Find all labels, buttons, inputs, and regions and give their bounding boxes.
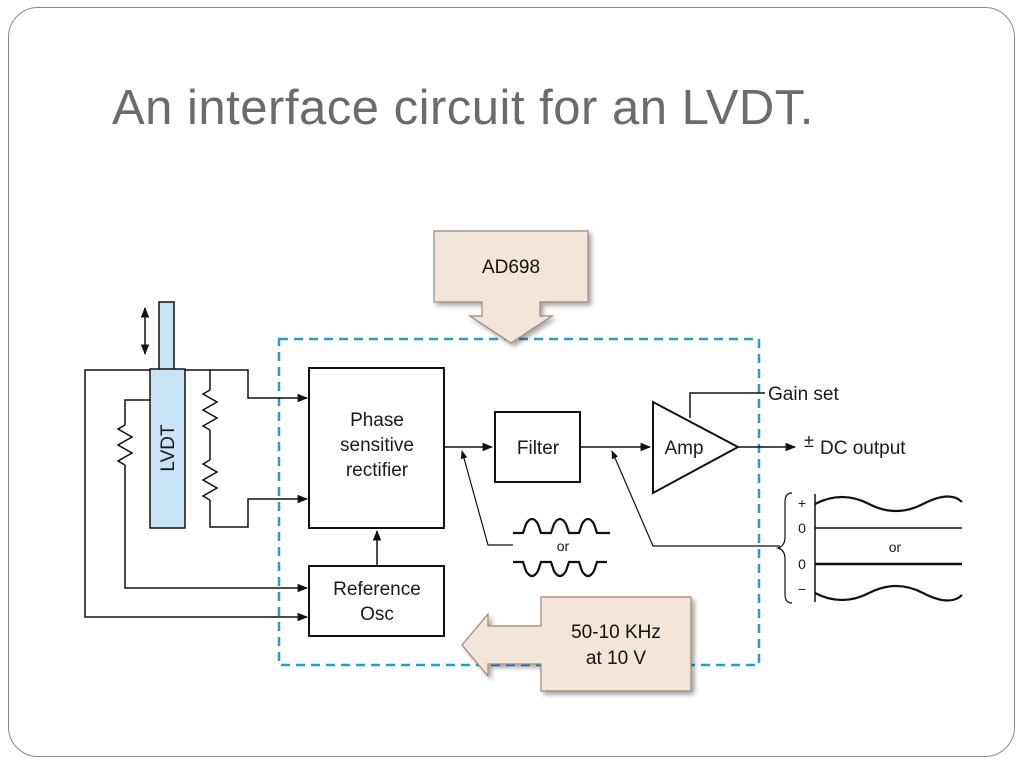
lvdt-sensor: LVDT [140,301,186,529]
dc-output-label: DC output [820,438,906,459]
gain-set-label: Gain set [768,384,839,405]
lvdt-label: LVDT [158,424,179,472]
secondary-resistor-top [201,389,219,431]
slide-title: An interface circuit for an LVDT. [112,81,814,135]
rectifier-block: Phase sensitive rectifier [308,367,445,529]
primary-wiring [84,369,309,622]
zero-bottom-label: 0 [798,556,806,572]
freq-callout-line-2: at 10 V [585,648,647,669]
amp-block: Amp [652,400,741,495]
oscillator-line-1: Reference [333,579,421,600]
zero-top-label: 0 [798,520,806,536]
output-brace [775,492,793,604]
dc-output-symbol: ± [804,431,814,451]
rectifier-line-3: rectifier [346,460,409,481]
minus-label: − [798,581,806,597]
oscillator-line-2: Osc [360,604,394,625]
filter-label: Filter [517,438,560,459]
rectified-waveforms [513,517,610,578]
positive-output-wave [814,495,963,513]
rectifier-waveform-pointer [460,450,513,546]
freq-callout-line-1: 50-10 KHz [571,622,661,643]
negative-output-wave [814,584,963,602]
amp-label: Amp [664,438,703,459]
positive-rectified-wave [513,517,610,535]
oscillator-block: Reference Osc [308,565,445,637]
plus-label: + [798,495,806,511]
secondary-resistor-bottom [201,459,219,501]
filter-block: Filter [494,411,581,483]
lvdt-rod [158,301,175,371]
freq-callout-shape [461,596,692,692]
negative-rectified-wave [513,560,607,578]
ad698-callout-label: AD698 [481,257,541,278]
waveform-or-label: or [557,538,570,554]
gain-set-wire [689,392,765,418]
lvdt-body [149,368,186,529]
output-waveforms: + 0 or 0 − [775,492,963,604]
ad698-boundary [277,337,761,667]
ad698-callout-shape [433,230,589,344]
rectifier-line-1: Phase [350,410,404,431]
filter-waveform-pointer [611,450,780,547]
secondary-wiring [185,369,309,528]
rectifier-line-2: sensitive [340,435,414,456]
output-or-label: or [889,539,902,555]
primary-resistor [116,424,134,466]
